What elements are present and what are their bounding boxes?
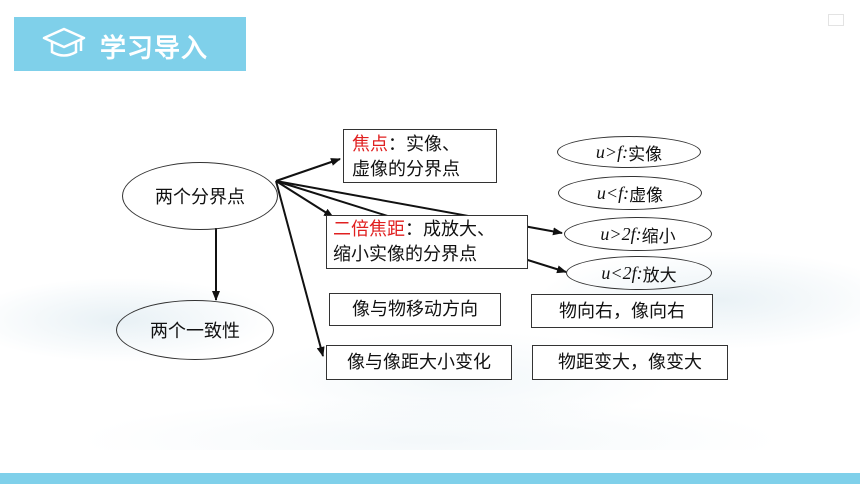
move-direction-answer-box: 物向右，像向右 — [531, 294, 713, 328]
double-focus-box: 二倍焦距：成放大、 缩小实像的分界点 — [326, 215, 528, 269]
focus-line2: 虚像的分界点 — [352, 159, 460, 180]
node-consistency: 两个一致性 — [116, 300, 274, 360]
arrow-to-focus — [275, 158, 341, 182]
graduation-cap-icon — [42, 27, 86, 57]
size-change-answer: 物距变大，像变大 — [558, 352, 702, 373]
focus-point-box: 焦点：实像、 虚像的分界点 — [343, 129, 497, 183]
condition-reduced: u>2f:缩小 — [564, 217, 712, 251]
condition-enlarged: u<2f:放大 — [566, 256, 712, 290]
move-direction-box: 像与物移动方向 — [329, 293, 501, 326]
double-focus-line2: 缩小实像的分界点 — [333, 244, 477, 265]
focus-term: 焦点 — [352, 134, 388, 155]
size-change-label: 像与像距大小变化 — [347, 352, 491, 373]
double-focus-line1: ：成放大、 — [405, 219, 495, 240]
arrow-to-size-change — [275, 180, 325, 357]
move-direction-label: 像与物移动方向 — [352, 299, 478, 320]
focus-line1: ：实像、 — [388, 134, 460, 155]
move-direction-answer: 物向右，像向右 — [559, 300, 685, 322]
node-boundary-points: 两个分界点 — [122, 162, 278, 230]
size-change-box: 像与像距大小变化 — [326, 345, 512, 380]
node-boundary-points-label: 两个分界点 — [155, 187, 245, 208]
arrow-to-double-focus — [275, 180, 334, 218]
condition-real-image: u>f:实像 — [557, 136, 701, 168]
page-title: 学习导入 — [100, 34, 209, 64]
size-change-answer-box: 物距变大，像变大 — [532, 345, 728, 380]
header-banner: 学习导入 — [14, 17, 246, 71]
condition-virtual-image: u<f:虚像 — [558, 176, 702, 210]
double-focus-term: 二倍焦距 — [333, 219, 405, 240]
corner-marker — [828, 14, 844, 26]
footer-bar — [0, 473, 860, 484]
node-consistency-label: 两个一致性 — [150, 321, 240, 342]
